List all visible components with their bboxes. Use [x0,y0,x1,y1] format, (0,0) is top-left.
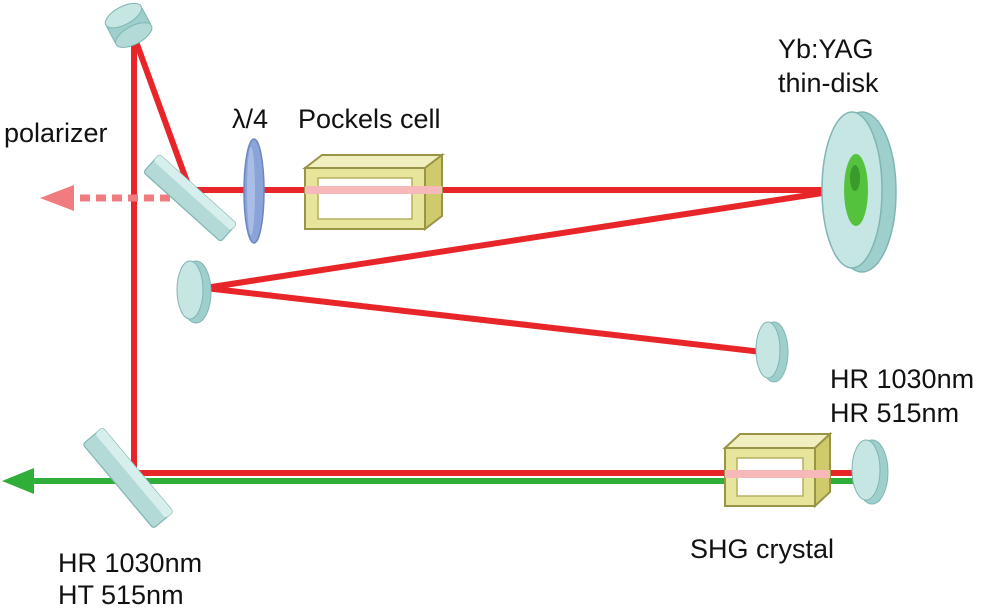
dichroic-label-line2: HT 515nm [58,580,184,610]
middle-fold-mirror [176,260,212,324]
beam-fold-to-polarizer [131,33,193,193]
disk-label-line2: thin-disk [778,68,879,98]
pockels-cell-label: Pockels cell [298,104,441,134]
output-beam-dotted [40,185,186,211]
polarizer-label: polarizer [4,118,108,148]
shg-crystal-label: SHG crystal [690,534,834,564]
green-arrow-head [2,468,34,494]
beam-fold-to-end-mirror [202,285,765,355]
pockels-cell [302,152,445,232]
top-fold-mirror [104,2,153,48]
dichroic-mirror [83,428,173,528]
shg-crystal [722,431,833,509]
beam-disk-to-fold [202,187,845,291]
quarter-wave-label: λ/4 [232,104,268,134]
thin-disk [821,111,897,273]
output-arrow-head [40,185,74,211]
polarizer-plate [143,154,237,242]
beam-515-output [2,468,858,494]
cavity-end-mirror [755,321,789,383]
beam-path-1030 [131,33,861,476]
dichroic-label-line1: HR 1030nm [58,548,202,578]
shg-end-mirror [851,439,889,505]
end-mirror-label-line1: HR 1030nm [830,364,974,394]
end-mirror-label-line2: HR 515nm [830,398,959,428]
quarter-wave-plate [243,138,265,244]
disk-label-line1: Yb:YAG [778,34,874,64]
